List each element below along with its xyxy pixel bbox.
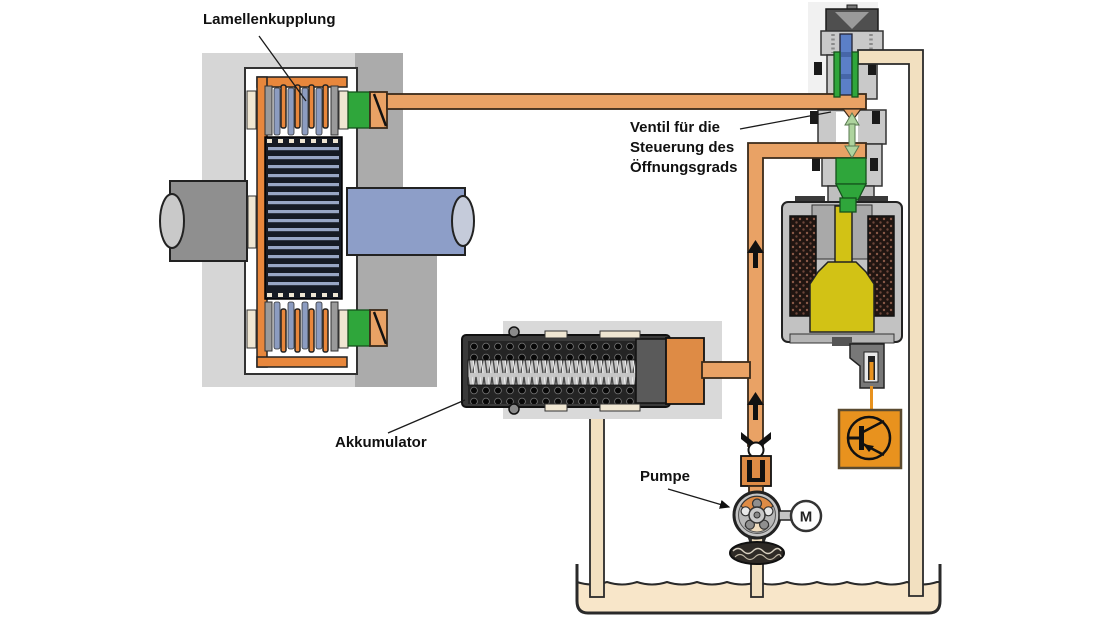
motor-icon — [789, 499, 823, 533]
solenoid-armature — [809, 205, 875, 333]
valve-pin — [839, 33, 853, 96]
transistor-icon — [846, 415, 892, 461]
accumulator-drain-pipe — [589, 403, 605, 598]
solenoid-coil-left — [789, 215, 817, 317]
pressure-riser — [747, 142, 867, 447]
pump-label: Pumpe — [640, 468, 691, 485]
valve-label: Ventil für die Steuerung des Öffnungsgra… — [630, 118, 738, 178]
clutch-label: Lamellenkupplung — [203, 11, 336, 28]
accumulator-leader-line — [387, 399, 466, 434]
solenoid — [781, 196, 903, 389]
clutch-leader-line — [258, 35, 307, 102]
supply-pipe-clutch — [386, 93, 867, 110]
valve-label-line2: Steuerung des — [630, 139, 735, 156]
transistor-box — [837, 408, 903, 470]
clutch-assembly — [159, 53, 475, 387]
accumulator — [461, 321, 722, 419]
valve-label-line1: Ventil für die — [630, 119, 721, 136]
valve-label-line3: Öffnungsgrads — [630, 159, 738, 176]
check-valve — [740, 432, 772, 498]
clutch-piston-top — [347, 91, 388, 129]
flow-arrow-up-2 — [747, 392, 764, 420]
solenoid-connector — [849, 343, 885, 389]
output-shaft — [346, 187, 475, 256]
clutch-piston-bottom — [347, 309, 388, 347]
clutch-pack-bottom — [246, 301, 349, 353]
accumulator-piston — [665, 337, 705, 405]
motor-label: M — [800, 509, 813, 526]
leader-lines — [258, 35, 832, 509]
accumulator-branch-pipe — [701, 361, 751, 379]
motor: M — [778, 499, 823, 533]
reservoir-walls — [575, 564, 942, 615]
flow-arrow-up-1 — [747, 240, 764, 268]
accumulator-spring — [467, 359, 637, 386]
accumulator-label: Akkumulator — [335, 434, 427, 451]
valve-internals — [833, 33, 868, 213]
valve-spool — [834, 157, 868, 213]
clutch-drum — [256, 76, 348, 368]
pump-leader-line — [667, 488, 731, 509]
pump — [732, 490, 782, 540]
valve-leader-line — [739, 111, 832, 130]
valve-cap — [825, 4, 879, 33]
filter-strainer — [729, 541, 785, 565]
input-shaft — [159, 180, 257, 262]
valve-flow-arrow — [844, 112, 860, 159]
clutch-hub — [264, 136, 343, 300]
clutch-pack-top — [246, 84, 349, 136]
